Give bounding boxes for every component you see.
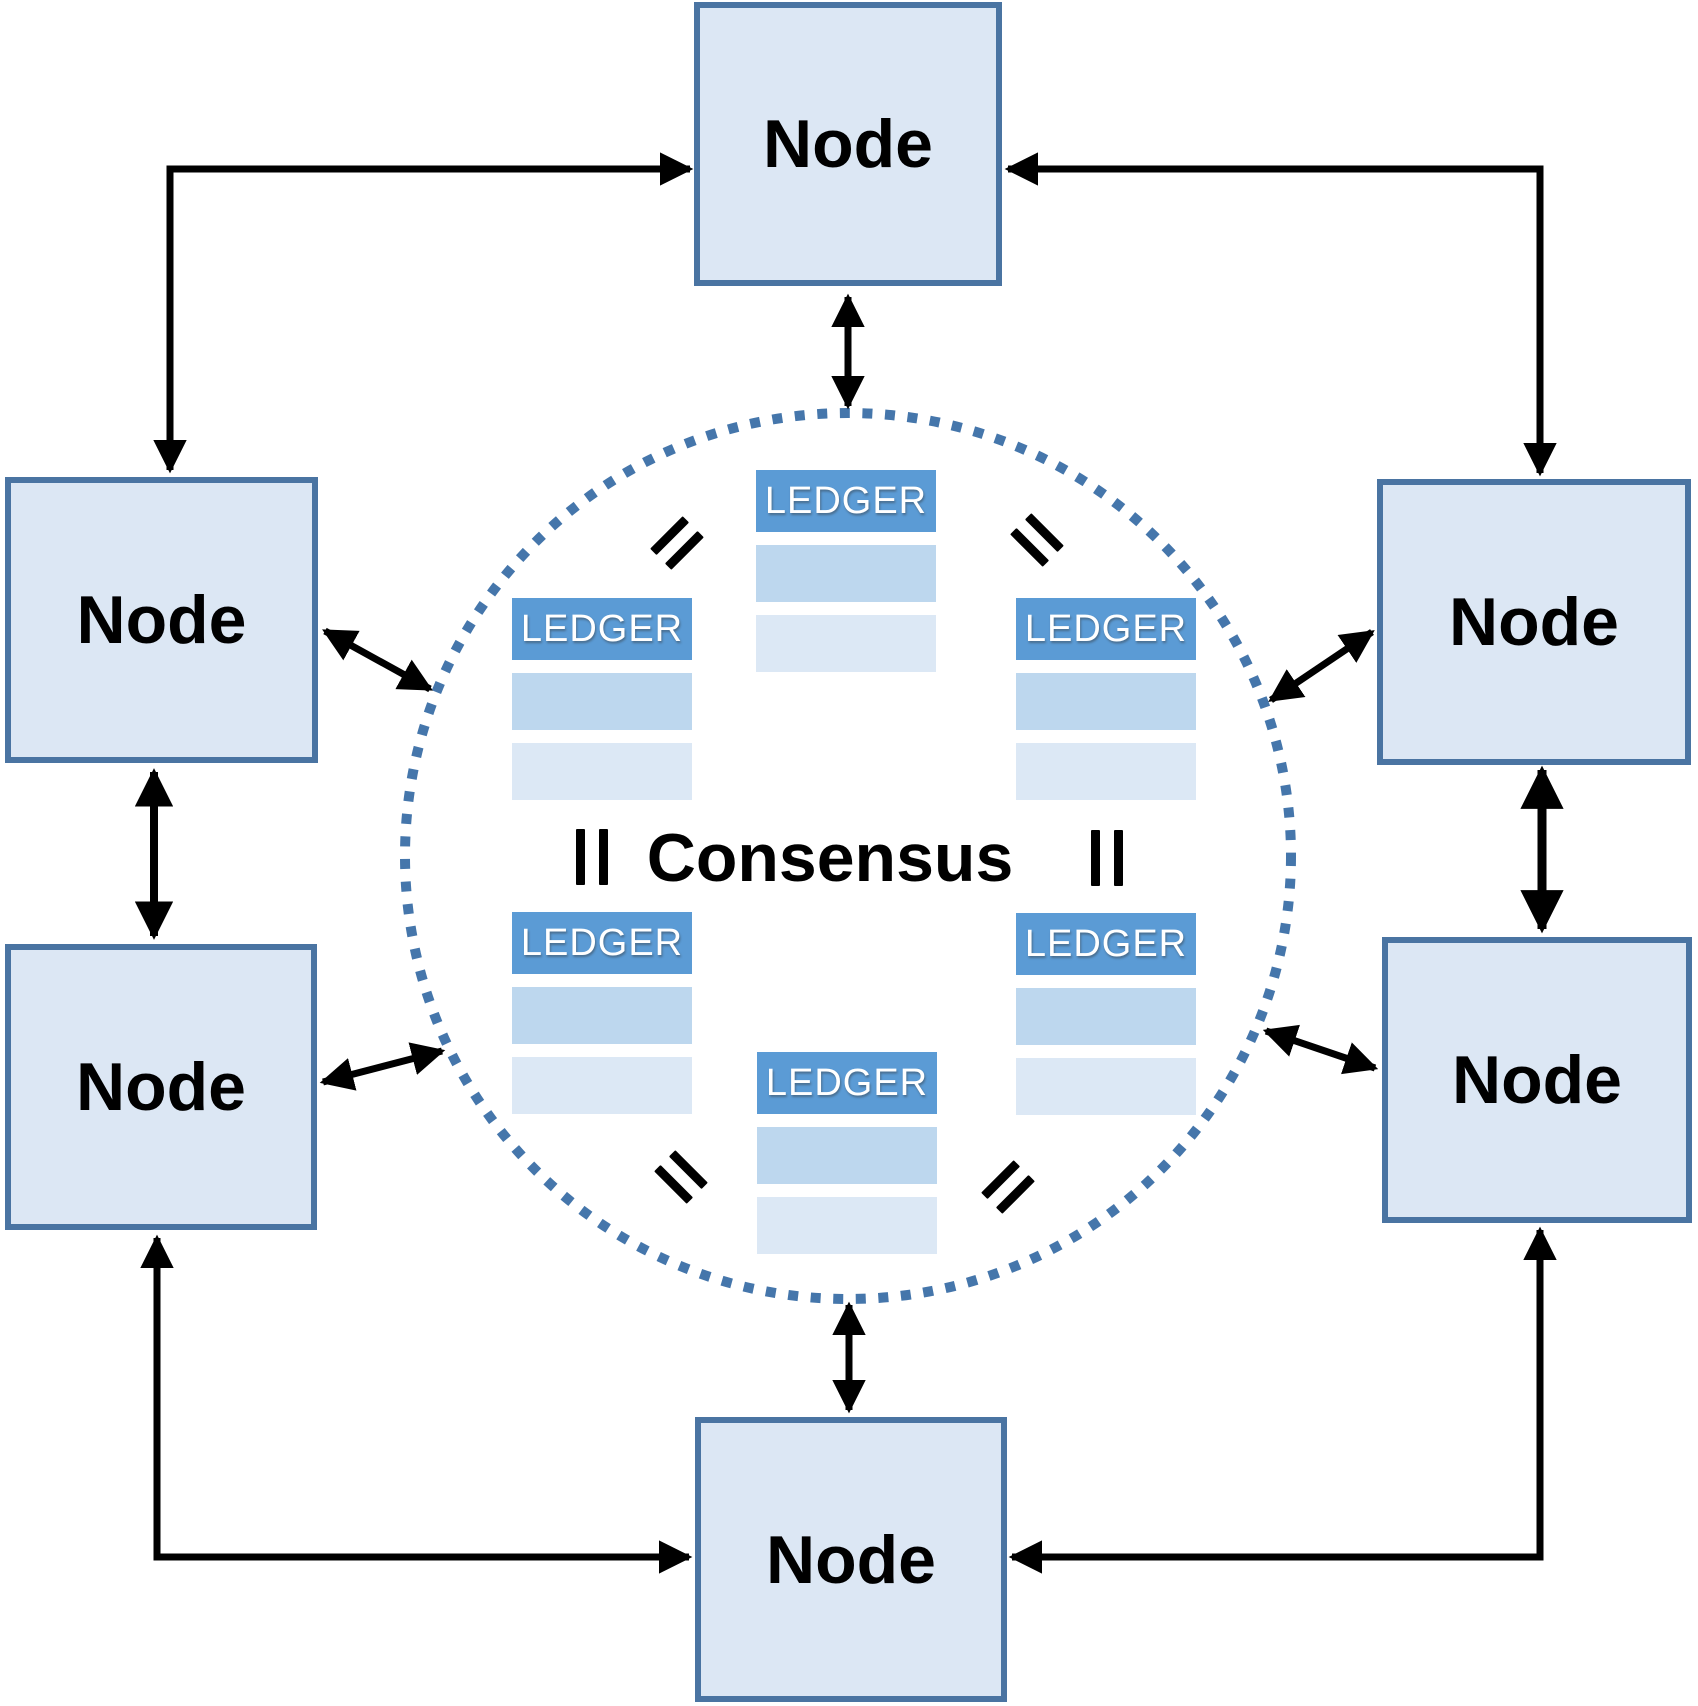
node-box-left-top: Node <box>5 477 318 763</box>
ledger-header: LEDGER <box>512 912 692 974</box>
ledger-row <box>756 615 936 672</box>
node-box-bottom: Node <box>695 1417 1007 1702</box>
ledger-header: LEDGER <box>1016 598 1196 660</box>
ledger-row <box>1016 743 1196 800</box>
node-box-right-top: Node <box>1377 479 1691 765</box>
arrow-bottom-to-rightbottom <box>1008 1226 1557 1574</box>
ledger-header: LEDGER <box>512 598 692 660</box>
node-box-right-bottom: Node <box>1382 937 1692 1223</box>
ledger-header: LEDGER <box>1016 913 1196 975</box>
arrow-top-to-righttop <box>1004 152 1557 477</box>
ledger-upper-left: LEDGER <box>512 598 692 800</box>
ledger-row <box>757 1127 937 1184</box>
node-label: Node <box>76 582 247 658</box>
ledger-row <box>512 673 692 730</box>
ledger-row <box>757 1197 937 1254</box>
equals-icon <box>576 829 608 885</box>
equals-bar <box>1114 830 1123 886</box>
arrow-lefttop-to-top <box>153 152 694 474</box>
ledger-row <box>756 545 936 602</box>
ledger-lower-left: LEDGER <box>512 912 692 1114</box>
arrow-rightbottom-node-circle <box>1262 1024 1379 1075</box>
node-box-top: Node <box>694 2 1002 286</box>
node-label: Node <box>76 1049 246 1125</box>
equals-bar <box>1091 830 1100 886</box>
ledger-upper-right: LEDGER <box>1016 598 1196 800</box>
ledger-header: LEDGER <box>757 1052 937 1114</box>
ledger-row <box>512 987 692 1044</box>
ledger-bottom-center: LEDGER <box>757 1052 937 1254</box>
node-label: Node <box>763 106 933 182</box>
equals-icon <box>1091 830 1123 886</box>
equals-bar <box>599 829 608 885</box>
ledger-row <box>512 743 692 800</box>
equals-bar <box>576 829 585 885</box>
ledger-lower-right: LEDGER <box>1016 913 1196 1115</box>
arrow-leftbottom-node-circle <box>319 1042 446 1091</box>
node-label: Node <box>766 1521 936 1598</box>
consensus-circle <box>400 408 1296 1304</box>
arrow-lefttop-node-circle <box>322 627 433 693</box>
consensus-label: Consensus <box>646 820 1014 896</box>
ledger-row <box>1016 1058 1196 1115</box>
ledger-row <box>1016 988 1196 1045</box>
ledger-header: LEDGER <box>756 470 936 532</box>
ledger-top-center: LEDGER <box>756 470 936 672</box>
ledger-row <box>1016 673 1196 730</box>
arrow-leftbottom-to-bottom <box>140 1234 693 1574</box>
node-label: Node <box>1449 584 1619 660</box>
ledger-row <box>512 1057 692 1114</box>
node-label: Node <box>1452 1042 1622 1118</box>
node-box-left-bottom: Node <box>5 944 317 1230</box>
arrow-righttop-node-circle <box>1268 629 1375 703</box>
